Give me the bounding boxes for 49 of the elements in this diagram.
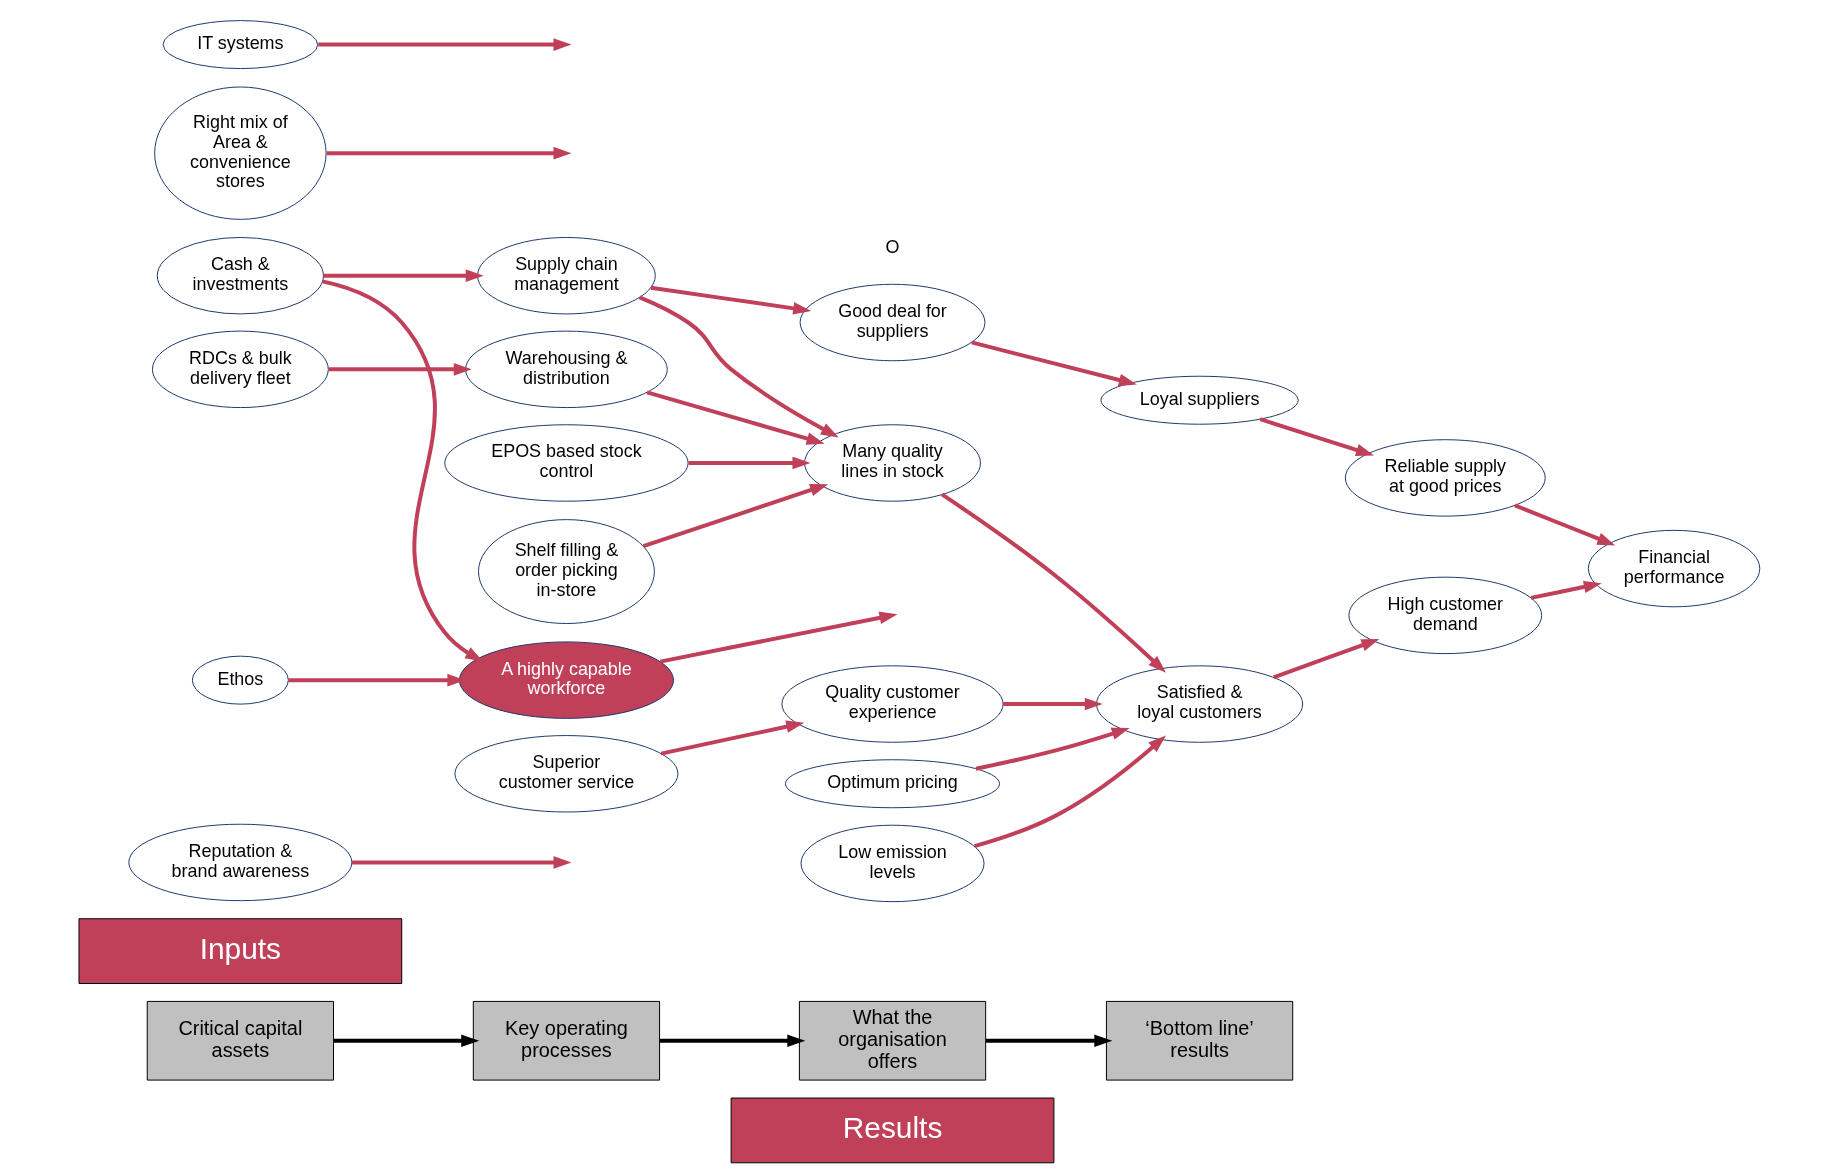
arrow [351, 856, 571, 869]
arrow [659, 1034, 805, 1048]
arrow [1530, 580, 1602, 600]
arrow [975, 727, 1130, 771]
node-ellipse: Superior customer service [453, 735, 678, 813]
arrow [970, 340, 1137, 387]
node-ellipse: Supply chain management [476, 236, 656, 315]
arrow [646, 390, 825, 445]
node-box: Results [730, 1097, 1054, 1164]
label: O [885, 237, 899, 258]
arrow [326, 146, 571, 160]
node-ellipse: Warehousing & distribution [464, 330, 668, 409]
arrow [659, 611, 897, 664]
node-box: Key operating processes [472, 1000, 660, 1081]
arrow [1002, 697, 1103, 711]
node-ellipse: Good deal for suppliers [799, 283, 985, 362]
node-ellipse: Ethos [191, 655, 289, 705]
arrow [1272, 639, 1379, 680]
node-ellipse: Reputation & brand awareness [127, 823, 352, 902]
arrow [321, 279, 483, 662]
node-box: Critical capital assets [146, 1000, 334, 1081]
node-ellipse: Cash & investments [156, 236, 324, 315]
arrow [1259, 417, 1374, 457]
arrow [940, 492, 1166, 673]
arrow [642, 484, 828, 548]
node-ellipse: Low emission levels [800, 824, 984, 903]
arrow [650, 285, 811, 315]
node-box: What the organisation offers [798, 1000, 986, 1081]
node-ellipse: RDCs & bulk delivery fleet [151, 330, 329, 409]
node-ellipse: Quality customer experience [780, 665, 1004, 743]
arrow [973, 735, 1166, 849]
node-ellipse: Shelf filling & order picking in-store [477, 519, 655, 624]
node-ellipse: EPOS based stock control [443, 424, 689, 502]
node-ellipse: IT systems [162, 20, 318, 70]
node-box: ‘Bottom line’ results [1105, 1000, 1293, 1081]
node-ellipse: Reliable supply at good prices [1344, 439, 1546, 517]
arrow [688, 456, 810, 470]
arrow [985, 1034, 1112, 1048]
arrow [660, 720, 804, 756]
arrow [1513, 503, 1615, 546]
node-ellipse: Right mix of Area & convenience stores [153, 86, 327, 220]
node-ellipse: Optimum pricing [784, 759, 1000, 809]
arrow [323, 269, 484, 282]
arrow [333, 1034, 479, 1048]
arrow [328, 363, 472, 376]
node-box: Inputs [78, 918, 402, 984]
arrow [638, 295, 839, 438]
arrow [317, 38, 571, 51]
node-ellipse: A highly capable workforce [458, 641, 674, 719]
